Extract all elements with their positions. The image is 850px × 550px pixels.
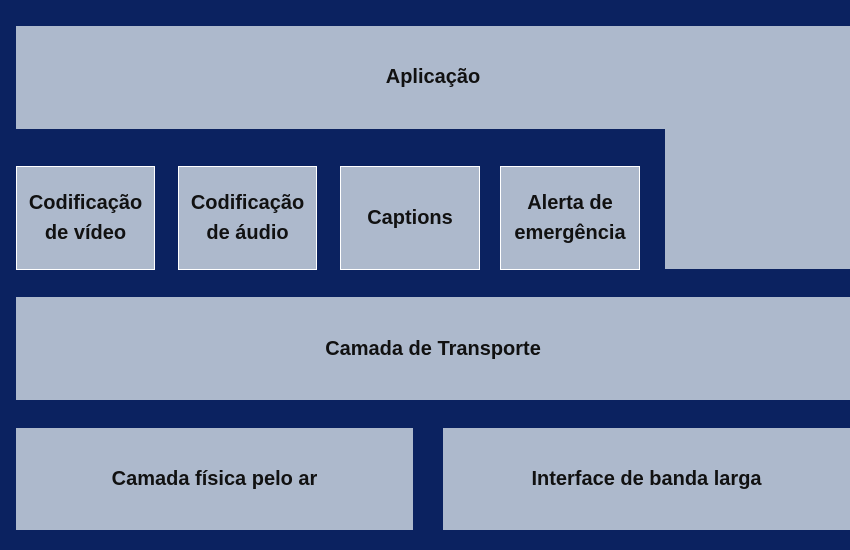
captions-block: Captions — [340, 166, 480, 270]
application-layer-extension — [665, 128, 850, 269]
transport-label: Camada de Transporte — [325, 337, 541, 360]
physical-label: Camada física pelo ar — [111, 468, 318, 490]
broadband-interface: Interface de banda larga — [443, 428, 850, 530]
audio-coding-block: Codificação de áudio — [178, 166, 317, 270]
emergency-alert-block: Alerta de emergência — [500, 166, 640, 270]
application-label: Aplicação — [385, 65, 481, 88]
physical-layer: Camada física pelo ar — [16, 428, 413, 530]
broadband-label: Interface de banda larga — [531, 468, 762, 490]
video-coding-block: Codificação de vídeo — [16, 166, 155, 270]
video-coding-label: Codificação de vídeo — [28, 192, 143, 244]
transport-layer: Camada de Transporte — [16, 297, 850, 400]
application-layer: Aplicação — [16, 26, 850, 129]
emergency-alert-label: Alerta de emergência — [514, 192, 626, 244]
captions-label: Captions — [367, 207, 453, 229]
audio-coding-label: Codificação de áudio — [190, 192, 305, 244]
